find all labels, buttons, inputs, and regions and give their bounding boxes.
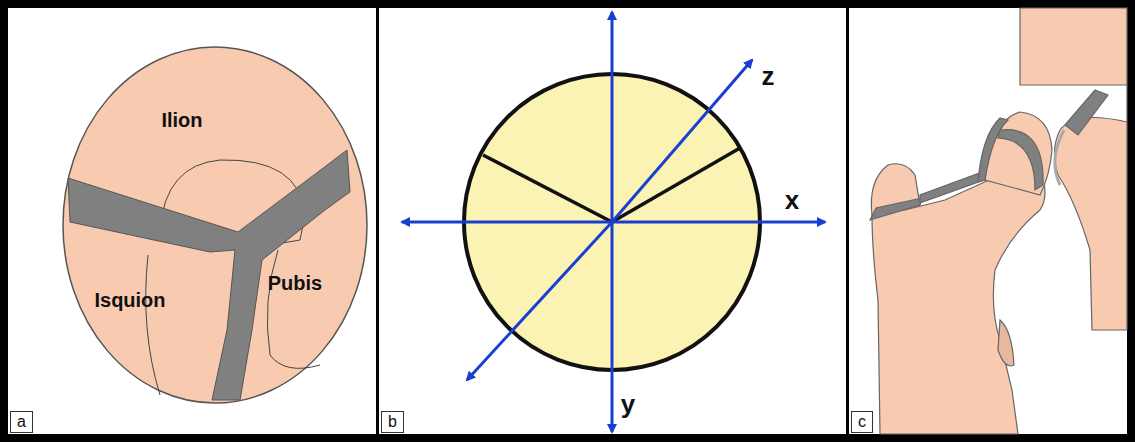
femur xyxy=(870,8,1127,434)
axis-label: y xyxy=(621,389,635,420)
bone-label: Pubis xyxy=(268,272,322,295)
axis-label: x xyxy=(785,185,799,216)
bone-label: Ilion xyxy=(161,109,202,132)
bone-label: Isquion xyxy=(94,289,165,312)
panel xyxy=(849,8,1127,434)
panel-letter: c xyxy=(851,411,873,433)
panel xyxy=(379,8,846,434)
panel xyxy=(8,8,376,434)
panel-letter: b xyxy=(381,411,404,433)
axis-label: z xyxy=(762,61,775,92)
panel-letter: a xyxy=(10,411,33,433)
acetabulum xyxy=(63,47,367,403)
axes-figure xyxy=(402,12,825,432)
